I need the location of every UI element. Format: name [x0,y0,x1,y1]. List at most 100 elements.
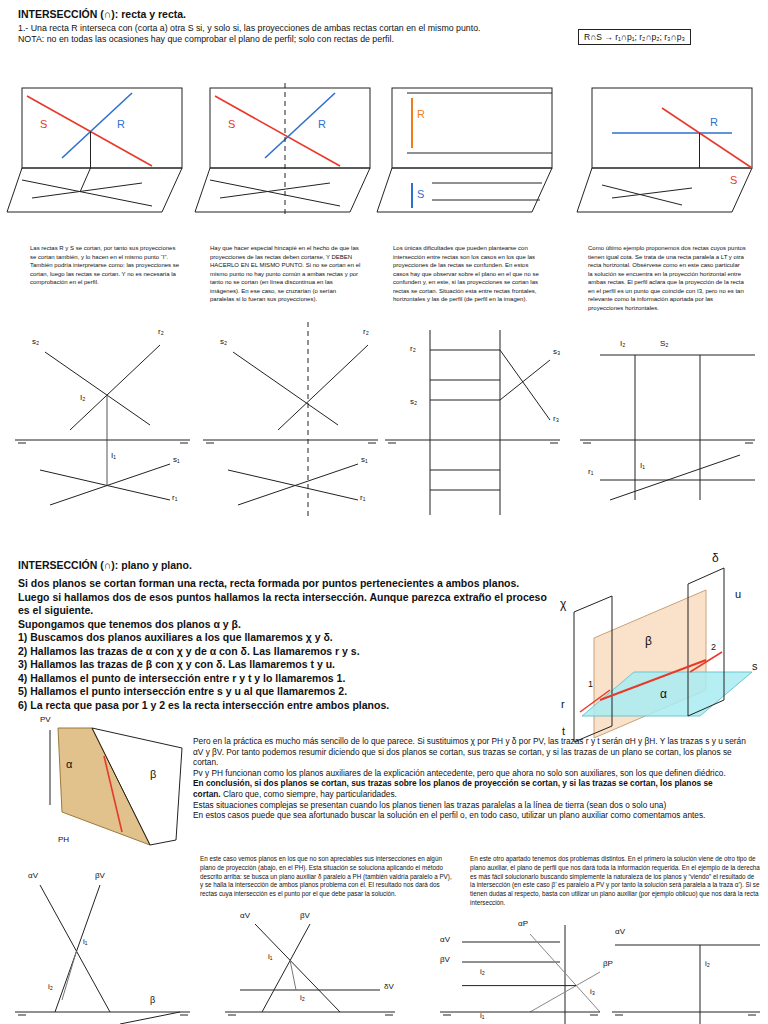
figure-letter: s₁ [173,456,180,465]
paragraph: En estos casos puede que sea afortunado … [193,810,758,821]
figure-letter: S [417,188,424,200]
figure-letter: αV [440,936,450,945]
figure-letter: S [730,174,737,186]
figure-letter-block: I₁ [111,452,116,461]
figure-letter-block: S [40,118,47,130]
oblique-view [377,88,552,212]
figure-letter: s₁ [361,456,368,465]
section-heading: INTERSECCIÓN (∩): plano y plano. [18,559,558,573]
figure-letter: s₃ [553,348,560,357]
figure-letter-block: αV [615,928,625,937]
figure-letter: β [645,635,652,648]
figure-letter: S₂ [660,340,668,349]
figure-letter: i₂ [300,994,305,1003]
figure-letter-block: R [117,118,125,130]
figure-letter: R [117,118,125,130]
figure-letter: α [66,758,72,770]
figure-letter-block: u [735,588,741,600]
caption-block: Los únicas dificultades que pueden plant… [393,244,545,304]
figure-letter-block: β [150,996,155,1006]
dihedral-view [440,925,600,1024]
caption: Como último ejemplo proponemos dos recta… [588,244,746,312]
figure-letter: PH [58,836,69,845]
figure-letter: u [735,588,741,600]
figure-letter: r₁ [172,494,177,503]
paragraph: Pv y PH funcionan como los planos auxili… [193,768,758,779]
figure-letter-block: i₃ [590,988,595,997]
figure-letter: s₂ [220,338,227,347]
figure-letter: αV [240,912,250,921]
figure-letter: r₂ [410,345,416,354]
figure-letter: r₁ [588,468,593,477]
step-list: 2) Hallamos las trazas de α con χ y de α… [18,645,553,659]
dihedral-view [612,945,760,1024]
figure-letter-block: PV [40,716,51,725]
figure-letter-block: s₂ [220,338,227,347]
step-list: 1) Buscamos dos planos auxiliares a los … [18,631,553,645]
figure-letter-block: R [417,108,425,120]
figure-letter-block: αV [28,872,38,881]
figure-letter-block: S [730,174,737,186]
figure-letter: i₂ [480,968,485,977]
oblique-view [577,88,752,212]
dihedral-view [580,355,755,500]
figure-letter-block: r₁ [588,468,593,477]
step-list: 5) Hallamos el punto intersección entre … [18,685,553,699]
figure-letter: r₂ [158,328,164,337]
figure-letter-block: I₂ [620,340,625,349]
dihedral-view [15,885,190,1024]
step-list: Si dos planos se cortan forman una recta… [18,577,553,618]
figure-letter: αV [615,928,625,937]
step-list: 4) Hallamos el punto de intersección ent… [18,672,553,686]
caption: Las rectas R y S se cortan, por tanto su… [30,244,180,287]
figure-letter-block: i₂ [705,960,710,969]
paragraph: Claro que, como siempre, hay particulari… [223,789,397,799]
figure-letter-block: r [561,698,565,710]
figure-letter-block: s₂ [32,338,39,347]
figure-letter-block: βV [300,912,310,921]
figure-letter: β [150,768,156,780]
caption: Hay que hacer especial hincapié en el he… [210,244,362,304]
figure-letter-block: S₂ [660,340,668,349]
figure-letter: i₁ [268,953,272,962]
figure-letter-block: δV [384,983,394,992]
figure-letter-block: i₂ [300,994,305,1003]
figure-letter-block: α [66,758,72,770]
figure-letter: δ [712,552,719,565]
figure-letter-block: αV [240,912,250,921]
note-block: En este otro apartado tenemos dos proble… [470,855,760,908]
figure-letter-block: βP [603,960,613,969]
caption-block: Hay que hacer especial hincapié en el he… [210,244,362,304]
figure-letter: r [561,698,565,710]
statement: NOTA: no en todas las ocasiones hay que … [18,34,588,45]
figure-letter: PV [40,716,51,725]
figure-letter-block: i₁ [480,1012,484,1021]
figure-letter: I₁ [111,452,116,461]
paragraph: Pero en la práctica es mucho más sencill… [193,736,758,768]
figure-letter: βV [300,912,310,921]
figure-letter: I₂ [620,340,625,349]
paragraph-block: Pero en la práctica es mucho más sencill… [193,736,758,821]
formula-text: R∩S → r₁∩p₁; r₂∩p₂; r₃∩p₃ [584,32,685,42]
figure-letter: s₂ [410,398,417,407]
figure-letter-block: S [228,118,235,130]
dihedral-view [225,924,395,1015]
oblique-view [7,88,182,212]
figure-letter: R [318,118,326,130]
figure-letter-block: r₂ [363,328,369,337]
figure-letter: δV [384,983,394,992]
page-title: INTERSECCIÓN (∩): recta y recta. [18,8,186,20]
figure-letter-block: s₁ [173,456,180,465]
section-heading-block: INTERSECCIÓN (∩): plano y plano. [18,559,558,573]
figure-letter: R [710,116,718,128]
figure-letter-block: βV [440,956,450,965]
figure-letter: r₃ [553,415,559,424]
planes-sketch [50,728,182,845]
figure-letter: i₁ [480,1012,484,1021]
figure-letter: αP [518,920,528,929]
dihedral-view [203,322,378,520]
figure-letter-block: 1 [588,680,593,690]
figure-letter-block: χ [560,598,566,611]
dihedral-view [385,330,560,515]
figure-letter: r₁ [360,494,365,503]
